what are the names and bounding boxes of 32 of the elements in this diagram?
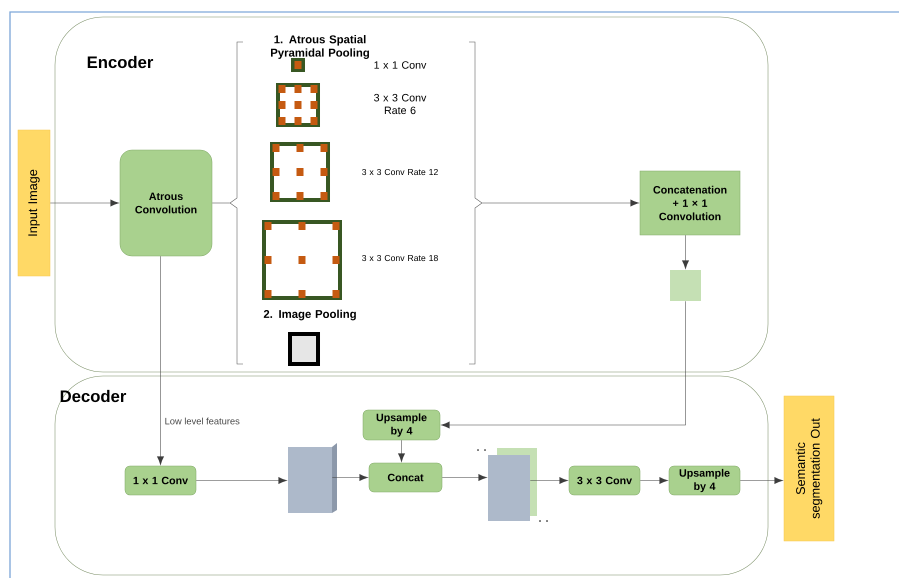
process-box: 3 x 3 Conv — [568, 466, 640, 496]
kernel-label: 3 x 3 Conv Rate 6 — [374, 94, 426, 114]
arrow — [682, 235, 689, 269]
arrow — [441, 301, 686, 428]
arrow — [482, 200, 639, 206]
arrow — [157, 256, 164, 465]
arrow — [530, 477, 568, 484]
pooling-title: 1. Atrous Spatial Pyramidal Pooling — [271, 35, 369, 59]
arrow — [442, 474, 487, 481]
kernel-label: 1 x 1 Conv — [374, 61, 426, 69]
panel-title: Encoder — [88, 56, 154, 68]
arrow — [332, 474, 368, 481]
arrow — [196, 477, 287, 484]
process-box: 1 x 1 Conv — [124, 466, 196, 496]
pooling-title: 2. Image Pooling — [264, 310, 356, 320]
output-box: Semantic segmentation Out — [784, 396, 834, 542]
arrow — [740, 477, 783, 484]
process-box: Concatenation + 1 × 1 Convolution — [640, 170, 740, 236]
process-box: Upsample by 4 — [362, 410, 440, 440]
process-box: Atrous Convolution — [120, 150, 212, 256]
kernel-label: 3 x 3 Conv Rate 12 — [362, 168, 438, 176]
feature-map — [670, 270, 701, 301]
process-box: Upsample by 4 — [668, 466, 740, 496]
kernel-label: 3 x 3 Conv Rate 18 — [362, 254, 438, 262]
feature-map — [288, 443, 337, 513]
panel-title: Decoder — [60, 390, 126, 402]
arrow — [398, 440, 405, 462]
arrow — [50, 200, 119, 206]
edge-label: Low level features — [163, 416, 242, 426]
process-box: Concat — [368, 462, 442, 492]
input-box: Input Image — [18, 130, 50, 276]
arrow — [640, 477, 668, 484]
